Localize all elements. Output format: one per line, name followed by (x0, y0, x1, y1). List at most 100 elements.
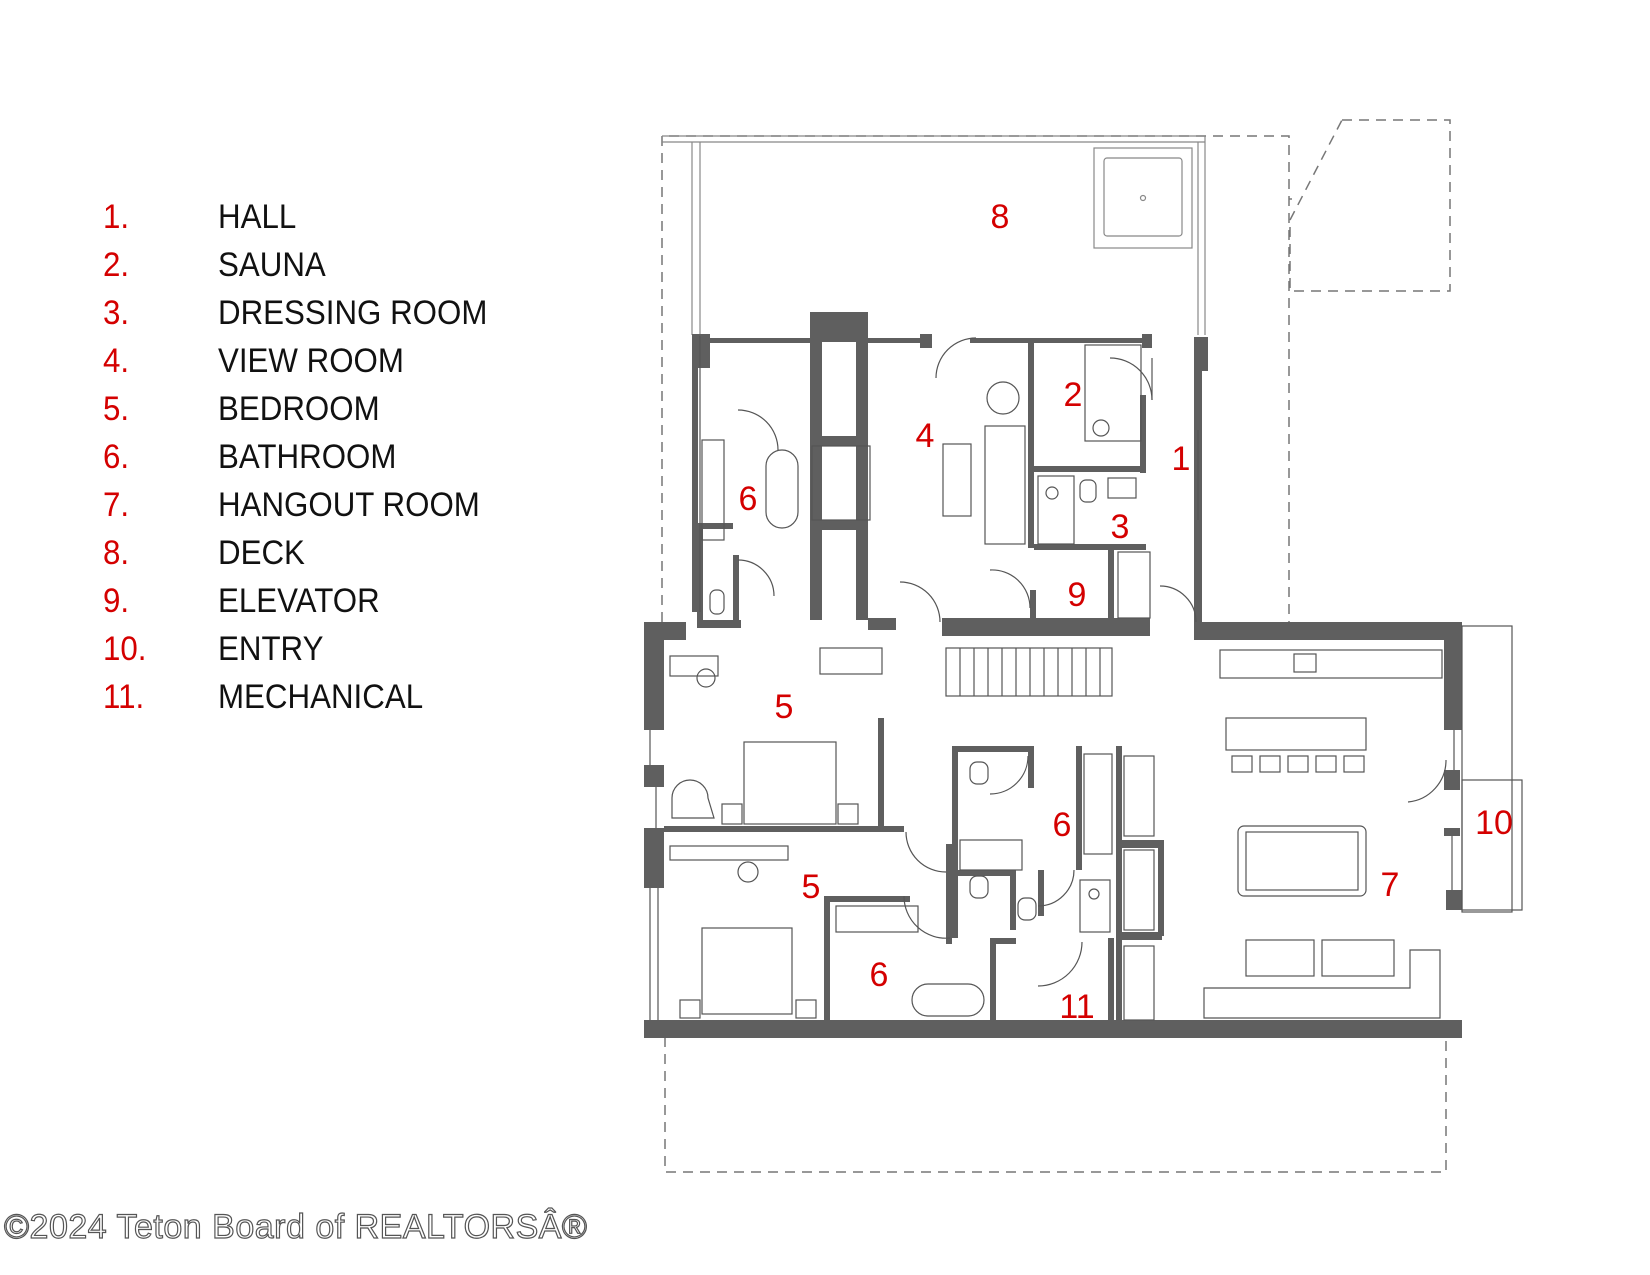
legend-number: 11. (103, 678, 145, 716)
wall (946, 844, 952, 944)
bathtub (911, 983, 985, 1017)
wall (1116, 840, 1162, 848)
wall (1142, 334, 1152, 348)
room-label-elevator: 9 (1068, 576, 1087, 614)
chimney-column (810, 312, 868, 620)
legend-number: 7. (103, 486, 130, 524)
room-label-hall: 1 (1172, 440, 1191, 478)
wall (942, 618, 1150, 636)
room-label-bedroom-upper: 5 (775, 688, 794, 726)
door-swing (899, 581, 941, 623)
desk (669, 655, 719, 677)
door-swing (935, 337, 977, 379)
desk-chair (696, 668, 716, 688)
bed (701, 927, 793, 1015)
legend-name: MECHANICAL (218, 678, 424, 716)
entry-stair (1461, 625, 1513, 913)
sauna-bench (1084, 344, 1142, 442)
toilet (969, 875, 989, 899)
wall (1116, 746, 1122, 1024)
hot-tub-drain (1139, 194, 1147, 202)
shower (1037, 475, 1075, 545)
wall (1194, 337, 1208, 371)
wall (644, 765, 664, 787)
room-label-dressing: 3 (1111, 508, 1130, 546)
wall (952, 746, 1032, 752)
legend-name: HANGOUT ROOM (218, 486, 480, 524)
closet (1123, 849, 1155, 931)
door-swing (989, 569, 1031, 609)
toilet (969, 761, 989, 785)
wall (990, 938, 1016, 944)
bar-stool (1287, 755, 1309, 773)
sink (1107, 477, 1137, 499)
deck (662, 135, 1206, 335)
kitchen-sink (1293, 653, 1317, 673)
legend-name: VIEW ROOM (218, 342, 404, 380)
elevator-shaft (1117, 551, 1151, 619)
room-label-mechanical: 11 (1059, 988, 1094, 1026)
legend-number: 3. (103, 294, 130, 332)
wall (878, 718, 884, 826)
round-table (986, 381, 1020, 415)
legend-number: 9. (103, 582, 130, 620)
closet (819, 647, 883, 675)
wall (1034, 466, 1146, 472)
wall (920, 334, 932, 348)
door-swing (1037, 941, 1083, 987)
thin-lines (649, 336, 1523, 1021)
wall (1030, 590, 1036, 620)
kitchen-island (1225, 717, 1367, 751)
legend-name: HALL (218, 198, 297, 236)
door-swing (1037, 869, 1075, 907)
room-labels: 8 2 4 1 6 3 9 5 6 10 5 7 6 11 (739, 198, 1513, 1026)
legend-number: 6. (103, 438, 130, 476)
room-label-bath-upper: 6 (739, 480, 758, 518)
toilet (709, 589, 725, 615)
closet (1123, 945, 1155, 1021)
wall (1158, 840, 1164, 936)
wall (1034, 338, 1146, 343)
legend-name: ENTRY (218, 630, 324, 668)
wall (952, 746, 958, 938)
room-label-entry: 10 (1475, 804, 1513, 842)
legend-number: 1. (103, 198, 130, 236)
wall (1076, 746, 1082, 870)
legend-name: DECK (218, 534, 305, 572)
toilet (1017, 897, 1037, 921)
room-label-bedroom-lower: 5 (802, 868, 821, 906)
sofa (984, 425, 1026, 545)
desk-chair (737, 861, 759, 883)
sofa (1245, 939, 1315, 977)
room-label-view-room: 4 (916, 417, 935, 455)
nightstand (795, 999, 817, 1019)
legend-number: 10. (103, 630, 147, 668)
coffee-table (942, 443, 972, 517)
room-label-hangout: 7 (1381, 866, 1400, 904)
pool-table (1237, 825, 1367, 897)
legend-number: 5. (103, 390, 130, 428)
door-swing (737, 409, 779, 451)
wall (868, 618, 896, 630)
wall (970, 338, 1028, 343)
toilet (1079, 479, 1097, 503)
door-swing (905, 831, 947, 873)
entry-landing (1461, 779, 1523, 911)
door-swing (737, 559, 775, 597)
wall (1028, 746, 1034, 788)
wall (644, 1020, 1462, 1038)
wall (1038, 870, 1044, 916)
legend-number: 8. (103, 534, 130, 572)
bar-stool (1343, 755, 1365, 773)
legend-number: 4. (103, 342, 130, 380)
wall (1108, 938, 1114, 1022)
bar-stool (1259, 755, 1281, 773)
door-swing (1407, 759, 1447, 803)
wall (1444, 622, 1462, 730)
wall (644, 622, 664, 730)
wall (1194, 622, 1462, 640)
door-swing (989, 755, 1029, 795)
bar-stool (1231, 755, 1253, 773)
bar-stool (1315, 755, 1337, 773)
